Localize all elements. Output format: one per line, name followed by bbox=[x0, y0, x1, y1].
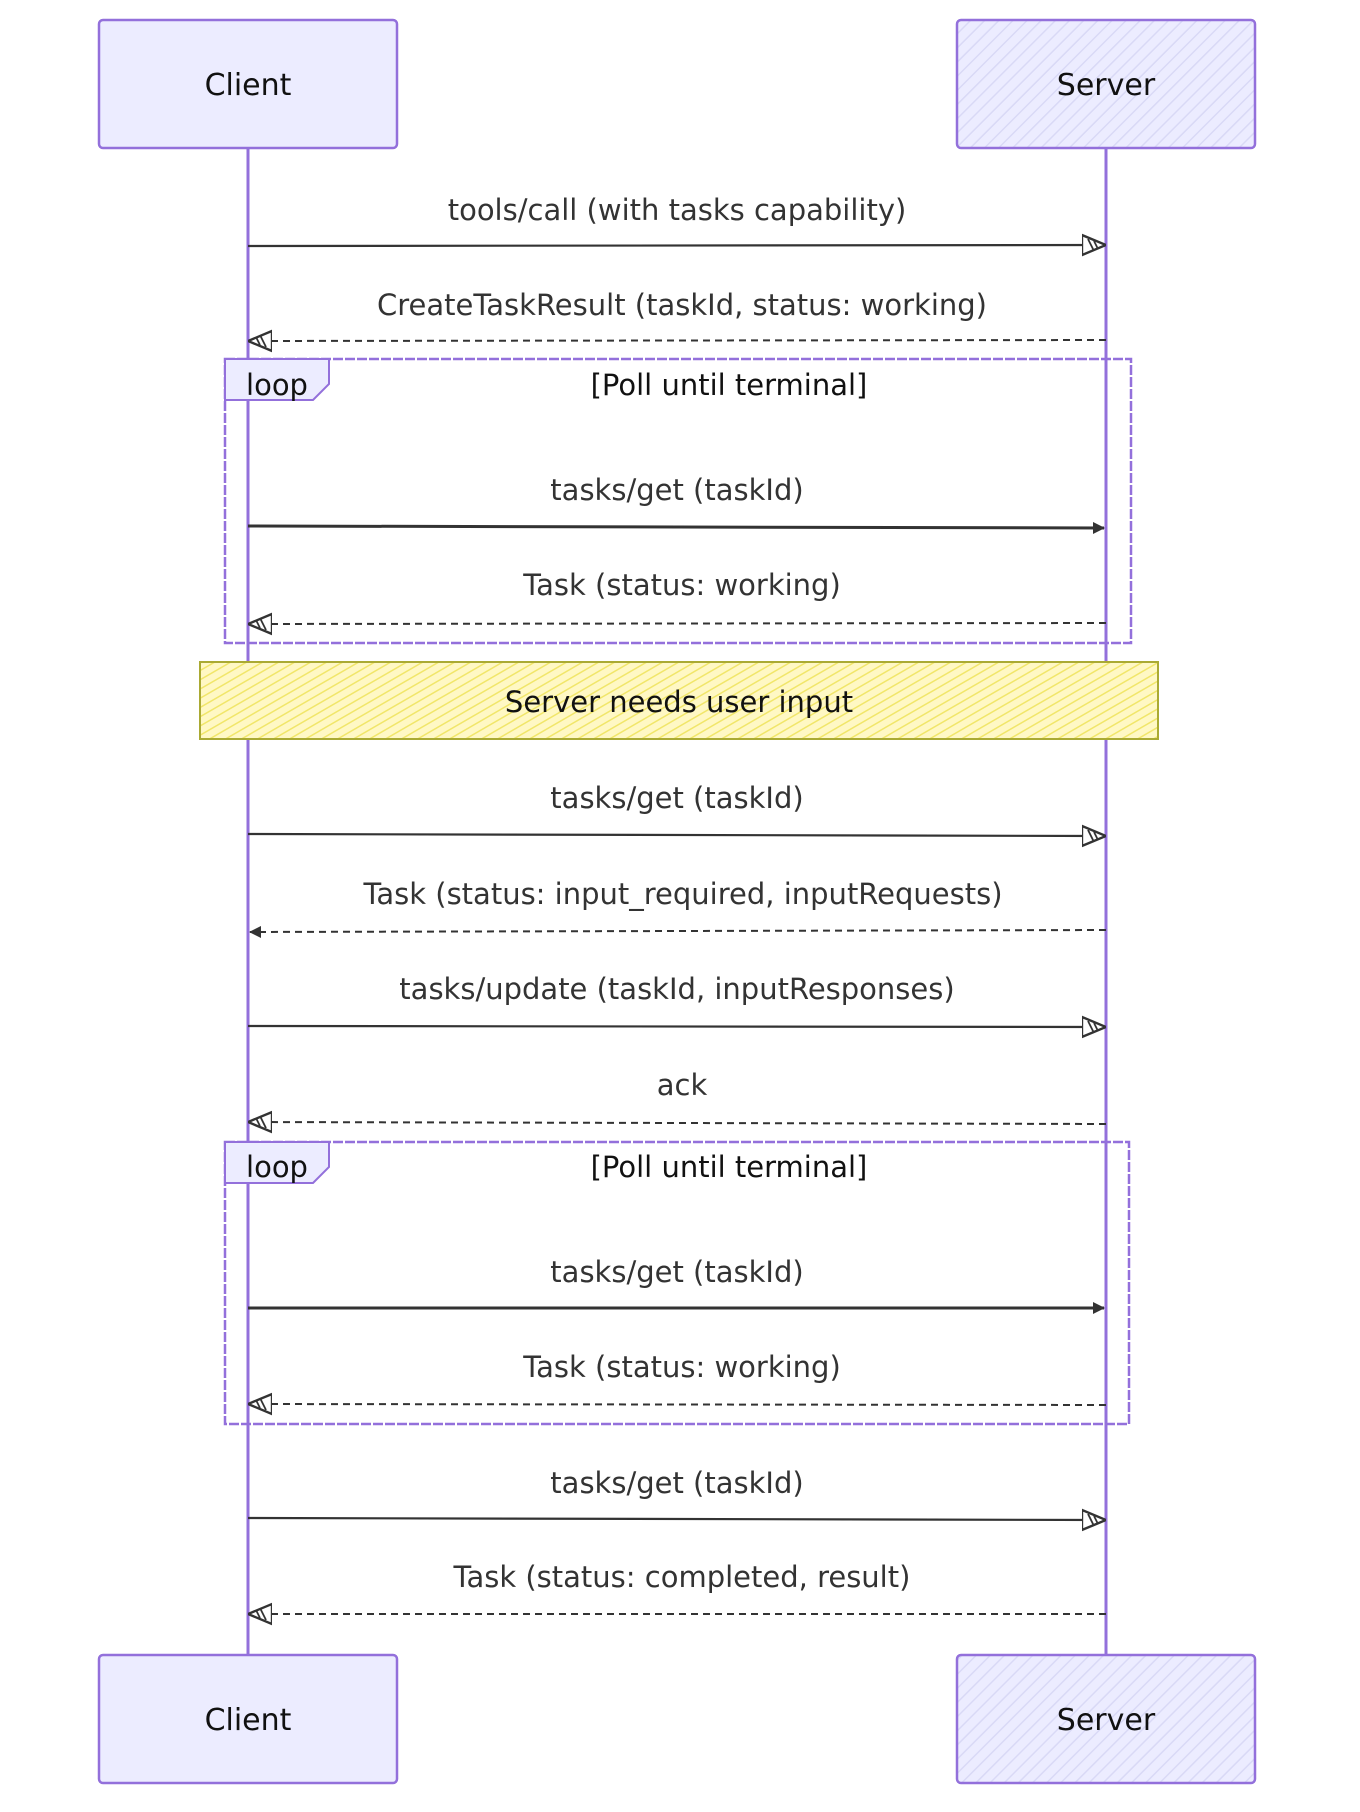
message-label: Task (status: working) bbox=[522, 568, 841, 602]
loop-keyword: loop bbox=[246, 1150, 308, 1184]
message-task-completed: Task (status: completed, result) bbox=[250, 1560, 1106, 1614]
loop-keyword: loop bbox=[246, 368, 308, 402]
message-tasks-get-4: tasks/get (taskId) bbox=[247, 1466, 1104, 1520]
message-arrow bbox=[247, 1518, 1104, 1520]
message-task-input-required: Task (status: input_required, inputReque… bbox=[249, 877, 1107, 938]
message-label: tools/call (with tasks capability) bbox=[448, 193, 907, 227]
actor-client-bottom: Client bbox=[97, 1653, 399, 1785]
loop-label-box bbox=[224, 1141, 330, 1184]
message-tools-call: tools/call (with tasks capability) bbox=[247, 193, 1104, 246]
actor-server-top: Server bbox=[955, 18, 1257, 150]
note-text: Server needs user input bbox=[505, 685, 853, 719]
loop-label-box bbox=[224, 358, 330, 401]
message-arrow bbox=[250, 1404, 1107, 1405]
message-label: tasks/get (taskId) bbox=[550, 473, 803, 507]
message-arrow bbox=[250, 623, 1107, 624]
message-tasks-get-3: tasks/get (taskId) bbox=[248, 1255, 1105, 1314]
message-arrow bbox=[247, 245, 1104, 246]
message-create-task-result: CreateTaskResult (taskId, status: workin… bbox=[250, 288, 1107, 341]
message-arrow bbox=[250, 1122, 1107, 1124]
message-label: Task (status: completed, result) bbox=[453, 1560, 911, 1594]
message-label: Task (status: input_required, inputReque… bbox=[362, 877, 1002, 911]
loop-block-1: loop [Poll until terminal] bbox=[223, 357, 1133, 645]
message-arrow bbox=[250, 340, 1107, 341]
actor-client-bottom-label: Client bbox=[205, 1703, 292, 1738]
message-label: tasks/get (taskId) bbox=[550, 781, 803, 815]
message-tasks-update: tasks/update (taskId, inputResponses) bbox=[247, 972, 1104, 1027]
message-label: ack bbox=[657, 1068, 708, 1102]
message-label: tasks/get (taskId) bbox=[550, 1466, 803, 1500]
loop-condition: [Poll until terminal] bbox=[591, 1150, 868, 1184]
message-arrow bbox=[247, 521, 1105, 534]
message-task-working-1: Task (status: working) bbox=[250, 568, 1107, 624]
message-arrow bbox=[249, 925, 1107, 938]
actor-client-top: Client bbox=[97, 18, 399, 150]
message-label: CreateTaskResult (taskId, status: workin… bbox=[377, 288, 987, 322]
message-tasks-get-1: tasks/get (taskId) bbox=[247, 473, 1105, 534]
actor-server-top-label: Server bbox=[1057, 68, 1156, 103]
actor-server-bottom: Server bbox=[955, 1653, 1257, 1785]
message-label: Task (status: working) bbox=[522, 1350, 841, 1384]
message-label: tasks/get (taskId) bbox=[550, 1255, 803, 1289]
message-arrow bbox=[247, 834, 1104, 836]
message-ack: ack bbox=[250, 1068, 1107, 1124]
message-task-working-2: Task (status: working) bbox=[250, 1350, 1107, 1405]
message-tasks-get-2: tasks/get (taskId) bbox=[247, 781, 1104, 836]
message-label: tasks/update (taskId, inputResponses) bbox=[399, 972, 954, 1006]
loop-block-2: loop [Poll until terminal] bbox=[223, 1140, 1131, 1426]
loop-condition: [Poll until terminal] bbox=[591, 368, 868, 402]
note-server-needs-input: Server needs user input bbox=[199, 661, 1159, 740]
actor-client-top-label: Client bbox=[205, 68, 292, 103]
message-arrow bbox=[247, 1026, 1104, 1027]
actor-server-bottom-label: Server bbox=[1057, 1703, 1156, 1738]
